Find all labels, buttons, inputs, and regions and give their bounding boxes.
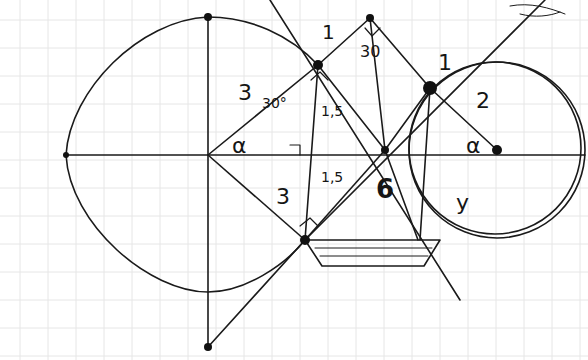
measure-label: 1,5	[321, 104, 343, 118]
measure-label: 1	[438, 52, 452, 74]
measure-label: 1	[322, 22, 335, 42]
measure-label: 2	[476, 90, 490, 112]
measure-label: 3	[276, 186, 290, 208]
measure-label: 1,5	[321, 170, 343, 184]
measure-label: α	[466, 135, 481, 157]
measure-label: y	[456, 192, 469, 214]
measure-label: 6	[376, 176, 394, 202]
measure-label: 30	[360, 44, 380, 60]
measure-label: 30°	[262, 96, 287, 110]
measure-label: 3	[238, 82, 252, 104]
measure-label: α	[232, 135, 247, 157]
